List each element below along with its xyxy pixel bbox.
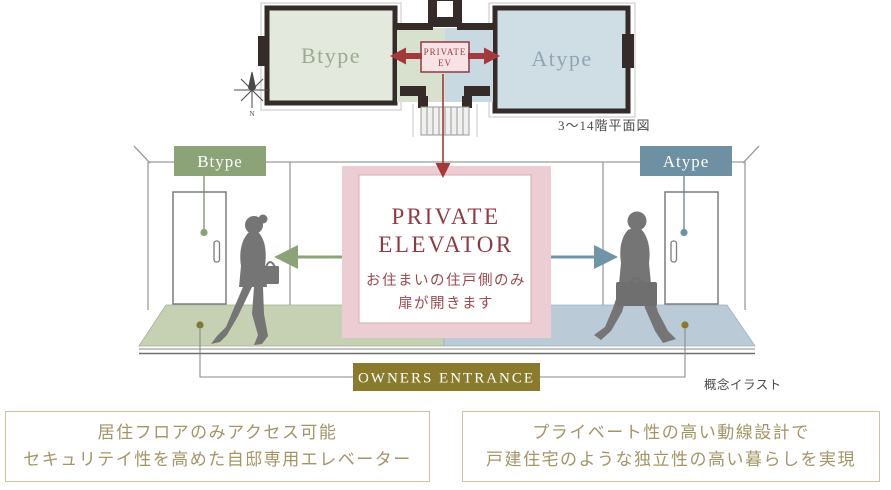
elevator-panel: PRIVATE ELEVATOR お住まいの住戸側のみ 扉が開きます <box>342 166 551 338</box>
woman-silhouette <box>211 214 279 345</box>
elevator-note-line2: 扉が開きます <box>398 295 494 312</box>
floor-plan: N Btype Atype PRIVATE EV <box>234 0 651 137</box>
left-door <box>172 191 227 305</box>
right-door-handle <box>670 240 678 263</box>
feature-right-line1: プライベート性の高い動線設計で <box>532 423 810 443</box>
concept-diagram: N Btype Atype PRIVATE EV <box>133 0 782 392</box>
atype-tag-label: Atype <box>663 152 710 171</box>
plan-caption: 3〜14階平面図 <box>558 118 651 133</box>
ev-arrow-left <box>390 47 422 65</box>
atype-room <box>492 5 631 114</box>
stairs <box>412 104 478 137</box>
btype-tag-label: Btype <box>197 152 243 171</box>
left-door-handle <box>213 240 221 263</box>
owners-connector-left <box>199 329 353 378</box>
core-walls <box>258 0 634 108</box>
feature-left-line1: 居住フロアのみアクセス可能 <box>97 423 338 443</box>
man-silhouette <box>594 211 676 343</box>
feature-card-privacy: プライベート性の高い動線設計で 戸建住宅のような独立性の高い暮らしを実現 <box>462 411 880 482</box>
atype-door-dot <box>680 228 688 237</box>
feature-card-security: 居住フロアのみアクセス可能 セキュリテイ性を高めた自邸専用エレベーター <box>5 411 430 482</box>
ev-arrow-right <box>468 47 500 65</box>
atype-tag: Atype <box>640 146 732 176</box>
private-ev-line2: EV <box>438 58 452 68</box>
owners-entrance-badge: OWNERS ENTRANCE <box>353 363 540 391</box>
elevator-note-line1: お住まいの住戸側のみ <box>366 272 526 289</box>
shaft-opening <box>435 0 455 19</box>
elevator-title-line2: ELEVATOR <box>378 232 513 257</box>
feature-right-line2: 戸建住宅のような独立性の高い暮らしを実現 <box>486 449 856 469</box>
owners-dot-left <box>196 321 204 329</box>
feature-left-line2: セキュリテイ性を高めた自邸専用エレベーター <box>23 449 412 469</box>
owners-connector-right <box>540 329 686 378</box>
blue-arrow-right <box>551 245 618 269</box>
hallway-illustration: Btype Atype PRIVATE ELEVATOR お住まいの住戸側のみ … <box>133 74 782 392</box>
btype-door-dot <box>200 228 208 237</box>
illustration-caption: 概念イラスト <box>704 377 782 392</box>
elevator-title-line1: PRIVATE <box>391 204 500 229</box>
plan-btype-label: Btype <box>301 43 361 68</box>
btype-tag: Btype <box>174 146 266 176</box>
plan-to-elevator-arrow <box>435 74 451 178</box>
compass-icon: N <box>234 71 270 118</box>
compass-north-label: N <box>249 110 254 118</box>
owners-entrance-label: OWNERS ENTRANCE <box>358 371 535 387</box>
private-ev-line1: PRIVATE <box>424 47 467 57</box>
owners-dot-right <box>681 321 689 329</box>
plan-atype-label: Atype <box>531 46 592 71</box>
green-arrow-left <box>274 245 342 269</box>
right-door <box>664 191 719 305</box>
